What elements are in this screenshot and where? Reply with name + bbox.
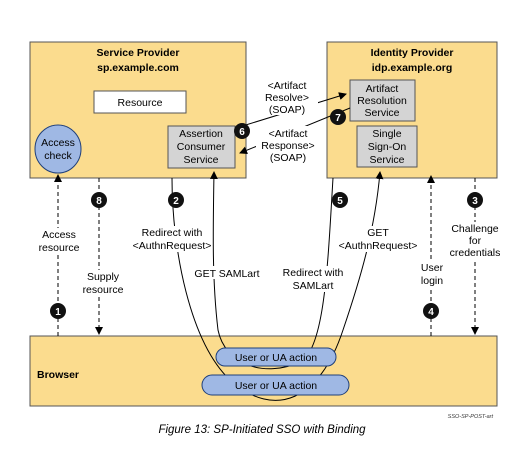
svg-text:4: 4: [428, 307, 434, 318]
resource-label: Resource: [118, 97, 163, 109]
resource-box: [93, 90, 187, 114]
label-bg-user-login: [418, 261, 446, 287]
challenge-line2: for: [469, 235, 482, 247]
supply-resource-line1: Supply: [87, 271, 120, 283]
sso-line3: Service: [369, 154, 404, 166]
sp-host: sp.example.com: [97, 62, 179, 74]
ars-line3: Service: [364, 107, 399, 119]
label-bg-supply: [80, 270, 126, 296]
artifact-resolve-line1: <Artifact: [268, 80, 307, 92]
browser-title: Browser: [37, 369, 79, 381]
single-sign-on-service-box: [356, 125, 418, 168]
label-bg-redirect-authn: [132, 226, 212, 252]
step-badge-3: 3: [467, 192, 483, 208]
sso-line2: Sign-On: [368, 141, 407, 153]
artifact-resolve-line3: (SOAP): [269, 104, 305, 116]
soap-label-bg-bottom: [256, 126, 318, 164]
user-ua-action-lower-label: User or UA action: [235, 380, 317, 392]
svg-text:1: 1: [55, 307, 61, 318]
artifact-response-line3: (SOAP): [270, 152, 306, 164]
user-login-line2: login: [421, 275, 443, 287]
acs-line3: Service: [183, 154, 218, 166]
label-bg-get-authn: [336, 226, 418, 252]
step-badge-6: 6: [234, 123, 250, 139]
redirect-samlart-line1: Redirect with: [283, 267, 344, 279]
access-resource-line1: Access: [42, 229, 76, 241]
soap-label-bg-top: [256, 79, 318, 115]
artifact-resolve-line2: Resolve>: [265, 92, 309, 104]
label-bg-access: [37, 228, 81, 254]
sp-title: Service Provider: [97, 47, 180, 59]
get-authn-line1: GET: [367, 227, 389, 239]
figure-caption: Figure 13: SP-Initiated SSO with Binding: [158, 424, 366, 436]
authn-request-loop: [171, 171, 384, 401]
idp-host: idp.example.org: [372, 62, 453, 74]
user-ua-action-upper: [215, 347, 337, 367]
svg-text:5: 5: [337, 196, 343, 207]
sso-line1: Single: [372, 128, 401, 140]
step-badge-4: 4: [423, 303, 439, 319]
label-bg-redirect-samlart: [280, 266, 346, 292]
get-samlart-label: GET SAMLart: [194, 268, 259, 280]
user-ua-action-lower: [201, 374, 350, 396]
access-check-node: [34, 124, 82, 174]
svg-text:6: 6: [239, 127, 245, 138]
step-badge-1: 1: [50, 303, 66, 319]
challenge-line3: credentials: [450, 247, 501, 259]
label-bg-get-samlart: [197, 266, 257, 279]
step-badge-8: 8: [91, 192, 107, 208]
acs-line2: Consumer: [177, 141, 226, 153]
ars-line1: Artifact: [366, 83, 399, 95]
label-bg-challenge: [446, 222, 504, 260]
ars-line2: Resolution: [357, 95, 407, 107]
access-check-line2: check: [44, 150, 72, 162]
svg-text:8: 8: [96, 196, 102, 207]
user-ua-action-upper-label: User or UA action: [235, 352, 317, 364]
figure-id: SSO-SP-POST-art: [448, 414, 494, 420]
step-badge-5: 5: [332, 192, 348, 208]
artifact-response-line2: Response>: [261, 140, 314, 152]
svg-text:2: 2: [173, 196, 179, 207]
step-badge-2: 2: [168, 192, 184, 208]
step-badge-7: 7: [330, 109, 346, 125]
user-login-line1: User: [421, 262, 444, 274]
get-authn-line2: <AuthnRequest>: [339, 240, 418, 252]
acs-line1: Assertion: [179, 128, 223, 140]
idp-title: Identity Provider: [371, 47, 454, 59]
svg-text:3: 3: [472, 196, 478, 207]
redirect-authn-line2: <AuthnRequest>: [133, 240, 212, 252]
access-check-line1: Access: [41, 137, 75, 149]
redirect-samlart-line2: SAMLart: [293, 280, 334, 292]
redirect-authn-line1: Redirect with: [142, 227, 203, 239]
supply-resource-line2: resource: [83, 284, 124, 296]
artifact-response-line1: <Artifact: [269, 128, 308, 140]
artifact-resolution-service-box: [349, 79, 416, 122]
access-resource-line2: resource: [39, 242, 80, 254]
challenge-line1: Challenge: [451, 223, 498, 235]
assertion-consumer-service-box: [167, 125, 236, 169]
svg-text:7: 7: [335, 113, 341, 124]
